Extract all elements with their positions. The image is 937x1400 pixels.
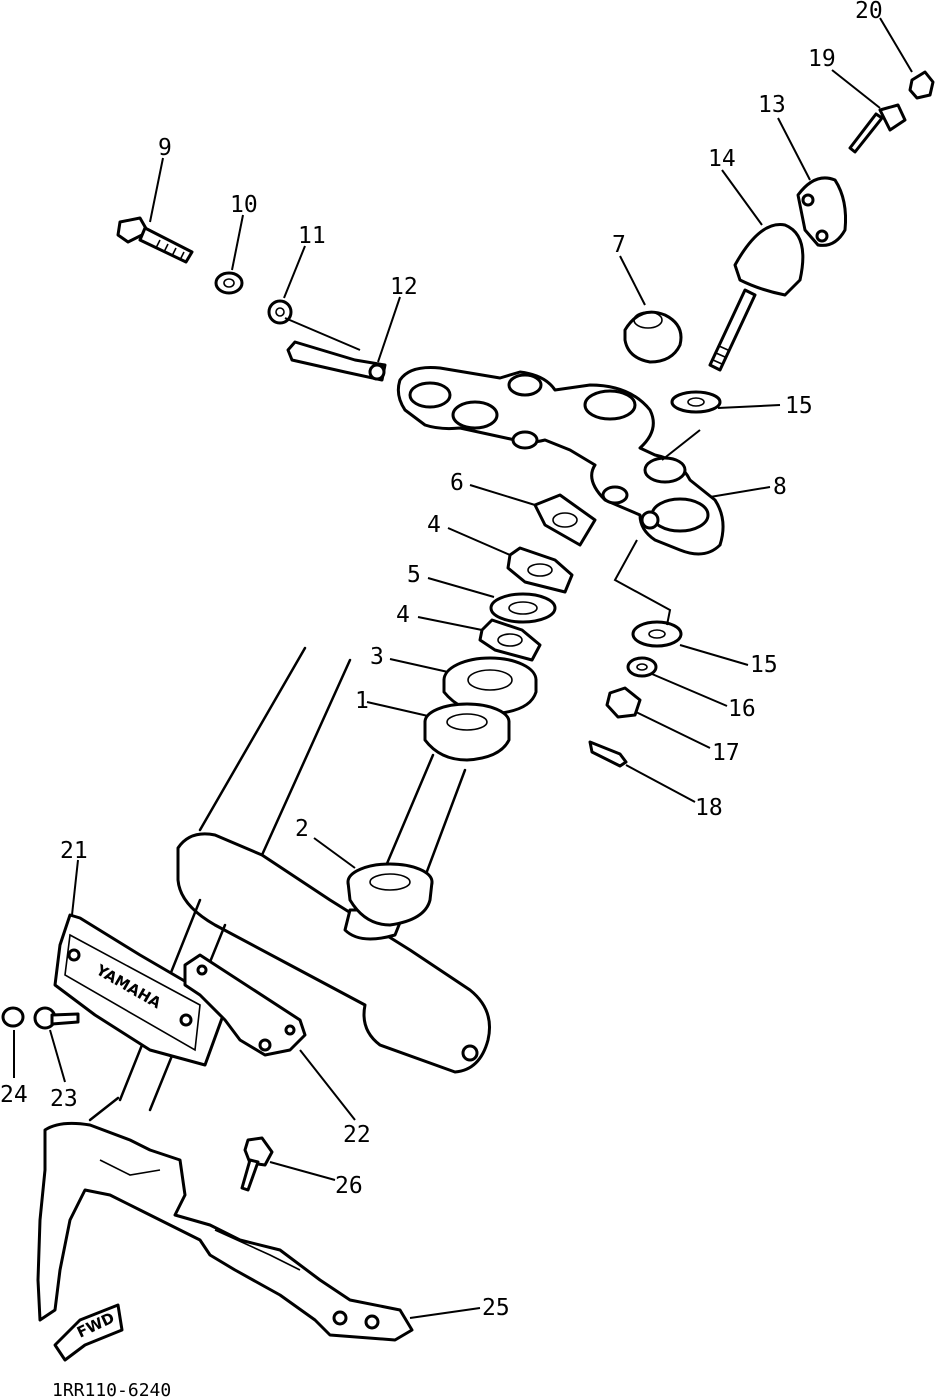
lower-bracket <box>36 1121 414 1342</box>
nut-17 <box>605 686 642 719</box>
handlebar-holder-14 <box>708 223 805 372</box>
label-21: 21 <box>60 838 88 864</box>
nut-24 <box>1 1006 25 1028</box>
bolt-19 <box>848 103 907 154</box>
label-8: 8 <box>773 474 787 500</box>
bolt-26 <box>240 1136 274 1192</box>
label-20: 20 <box>855 0 883 24</box>
bearing-2 <box>346 862 434 927</box>
label-13: 13 <box>758 92 786 118</box>
label-6: 6 <box>450 470 464 496</box>
label-26: 26 <box>335 1173 363 1199</box>
label-19: 19 <box>808 46 836 72</box>
label-10: 10 <box>230 192 258 218</box>
holder-cap-13 <box>796 176 847 247</box>
diagram-code: 1RR110-6240 <box>52 1380 171 1400</box>
washer-5 <box>489 592 557 624</box>
label-15-upper: 15 <box>785 393 813 419</box>
label-9: 9 <box>158 135 172 161</box>
bolt-23 <box>33 1006 80 1030</box>
leader-lines <box>13 17 913 1319</box>
washer-6 <box>533 493 597 547</box>
cotter-pin-18 <box>588 740 628 768</box>
label-5: 5 <box>407 562 421 588</box>
washer-15-lower <box>631 620 683 648</box>
label-2: 2 <box>295 816 309 842</box>
ring-nut-4-lower <box>478 618 542 662</box>
label-25: 25 <box>482 1295 510 1321</box>
label-7: 7 <box>612 232 626 258</box>
label-11: 11 <box>298 223 326 249</box>
emblem-21: YAMAHA <box>53 913 227 1067</box>
label-23: 23 <box>50 1086 78 1112</box>
upper-bracket <box>396 366 725 556</box>
bearing-1 <box>423 702 511 762</box>
label-4-upper: 4 <box>427 512 441 538</box>
label-4-lower: 4 <box>396 602 410 628</box>
label-18: 18 <box>695 795 723 821</box>
label-22: 22 <box>343 1122 371 1148</box>
lock-plate <box>286 340 387 382</box>
ring-nut-4-upper <box>506 546 574 594</box>
washer-16 <box>626 656 658 678</box>
label-16: 16 <box>728 696 756 722</box>
cap-7 <box>623 310 683 364</box>
label-15-lower: 15 <box>750 652 778 678</box>
bracket-22 <box>183 953 307 1057</box>
bolt-9 <box>116 216 194 264</box>
fwd-arrow-icon: FWD <box>53 1303 124 1362</box>
nut-20 <box>908 70 935 100</box>
washer-10 <box>214 271 244 295</box>
washer-15-upper <box>670 390 722 414</box>
part-labels: 9 10 11 12 7 14 13 19 20 15 8 6 4 5 4 3 … <box>0 0 883 1321</box>
label-12: 12 <box>390 274 418 300</box>
label-3: 3 <box>370 644 384 670</box>
label-17: 17 <box>712 740 740 766</box>
label-1: 1 <box>355 688 369 714</box>
label-14: 14 <box>708 146 736 172</box>
label-24: 24 <box>0 1082 28 1108</box>
